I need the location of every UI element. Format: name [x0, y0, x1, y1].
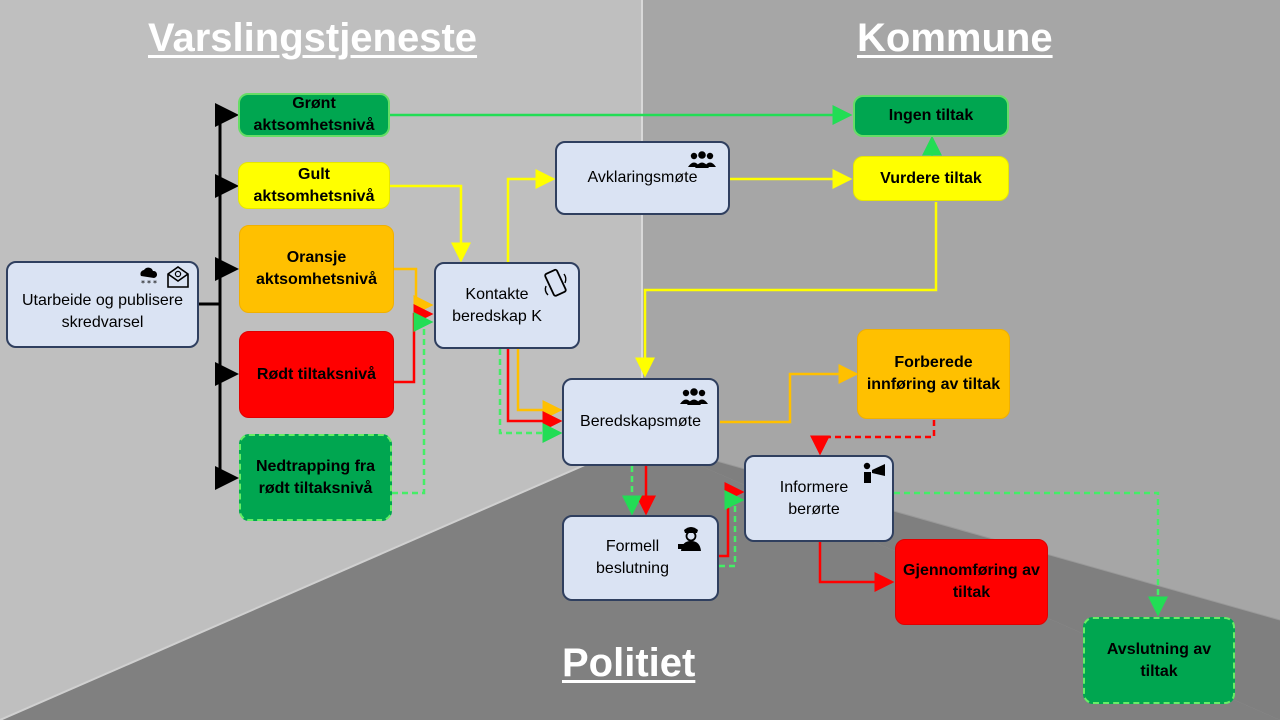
node-gjennomforing[interactable]: Gjennomføring av tiltak — [895, 539, 1048, 625]
svg-text:*: * — [153, 279, 157, 287]
node-gront-label: Grønt aktsomhetsnivå — [253, 95, 375, 134]
node-utarbeide[interactable]: Utarbeide og publisere skredvarsel — [6, 261, 199, 348]
node-formell[interactable]: Formell beslutning — [562, 515, 719, 601]
node-rodt[interactable]: Rødt tiltaksnivå — [239, 331, 394, 418]
node-forberede-label: Forberede innføring av tiltak — [866, 354, 1001, 393]
node-nedtrapping-label: Nedtrapping fra rødt tiltaksnivå — [255, 457, 376, 497]
node-forberede[interactable]: Forberede innføring av tiltak — [857, 329, 1010, 419]
node-beredskapsmote-label: Beredskapsmøte — [580, 413, 701, 430]
node-informere-label: Informere berørte — [779, 478, 849, 518]
region-title-politiet: Politiet — [562, 641, 696, 685]
node-ingen[interactable]: Ingen tiltak — [853, 95, 1009, 137]
node-vurdere-label: Vurdere tiltak — [880, 169, 982, 187]
svg-text:*: * — [141, 279, 145, 287]
officer-icon — [678, 527, 701, 551]
node-oransje-label: Oransje aktsomhetsnivå — [256, 249, 377, 288]
node-kontakte[interactable]: Kontakte beredskap K — [434, 262, 580, 349]
group-icon — [680, 388, 708, 405]
node-avklaring[interactable]: Avklaringsmøte — [555, 141, 730, 215]
node-formell-label: Formell beslutning — [596, 538, 669, 577]
node-gult[interactable]: Gult aktsomhetsnivå — [238, 162, 390, 209]
node-gult-label: Gult aktsomhetsnivå — [253, 165, 375, 205]
node-oransje[interactable]: Oransje aktsomhetsnivå — [239, 225, 394, 313]
node-avslutning-label: Avslutning av tiltak — [1106, 640, 1212, 680]
node-avslutning[interactable]: Avslutning av tiltak — [1083, 617, 1235, 704]
node-utarbeide-label: Utarbeide og publisere skredvarsel — [22, 291, 183, 331]
node-ingen-label: Ingen tiltak — [888, 107, 974, 124]
region-title-kommune: Kommune — [857, 16, 1053, 60]
node-avklaring-label: Avklaringsmøte — [587, 169, 698, 186]
node-nedtrapping[interactable]: Nedtrapping fra rødt tiltaksnivå — [239, 434, 392, 521]
node-kontakte-label: Kontakte beredskap K — [452, 285, 542, 325]
email-icon — [167, 266, 189, 288]
megaphone-icon — [863, 462, 885, 483]
node-vurdere[interactable]: Vurdere tiltak — [853, 156, 1009, 201]
node-gjennomforing-label: Gjennomføring av tiltak — [903, 562, 1040, 601]
group-icon — [688, 151, 716, 168]
svg-text:*: * — [147, 279, 151, 287]
node-informere[interactable]: Informere berørte — [744, 455, 894, 542]
snow-cloud-icon: * * * — [140, 267, 158, 287]
phone-icon — [544, 268, 567, 297]
node-rodt-label: Rødt tiltaksnivå — [256, 365, 377, 383]
region-title-varsling: Varslingstjeneste — [148, 16, 478, 60]
node-gront[interactable]: Grønt aktsomhetsnivå — [238, 93, 390, 137]
